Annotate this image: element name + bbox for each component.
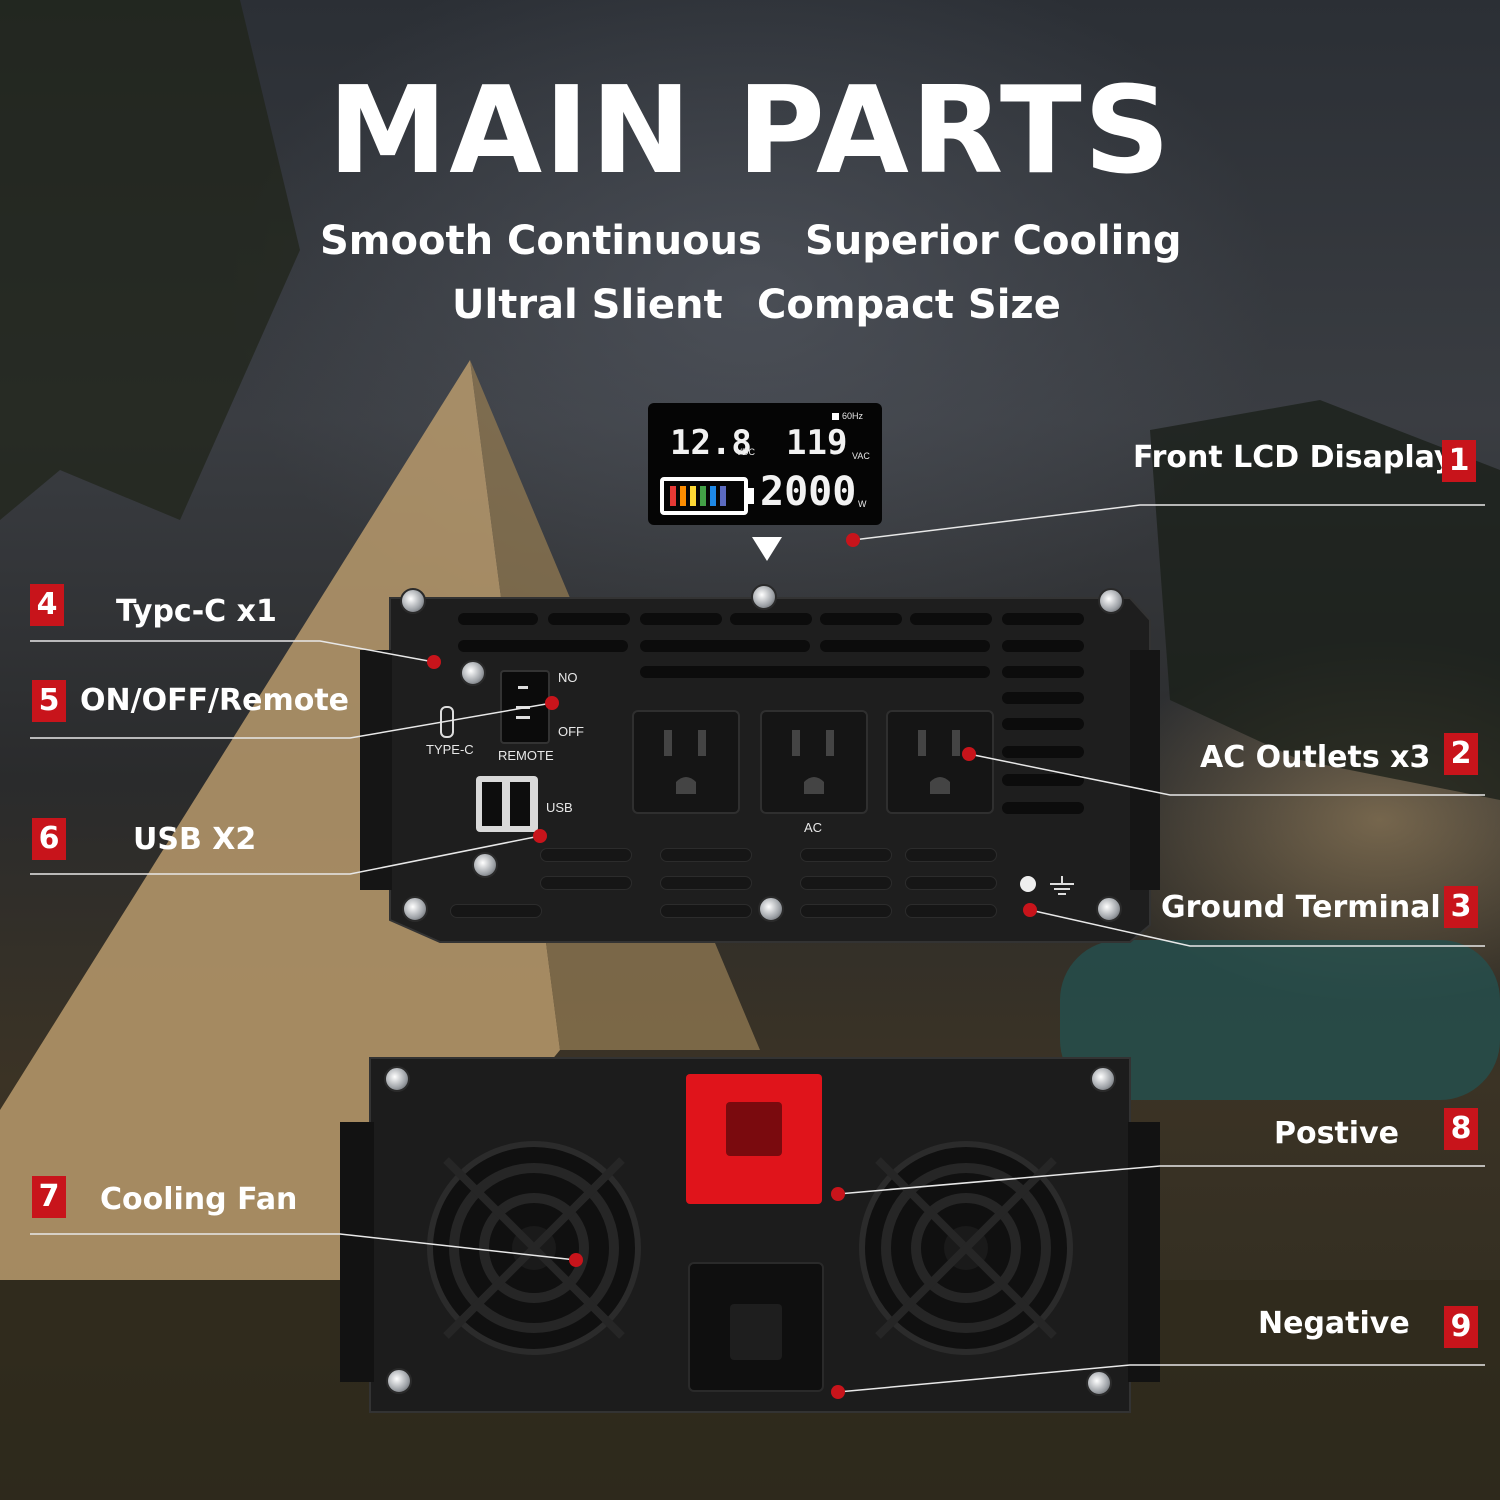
lcd-power-unit: W — [858, 499, 867, 509]
usb-label: USB — [546, 800, 573, 815]
switch-on-label: NO — [558, 670, 578, 685]
callout-number-6: 6 — [32, 818, 66, 860]
callout-label-positive: Postive — [1274, 1116, 1399, 1151]
lcd-frequency: 60Hz — [842, 411, 864, 421]
positive-terminal[interactable] — [686, 1074, 822, 1204]
callout-label-ground-terminal: Ground Terminal — [1161, 890, 1441, 925]
lcd-dc-unit: VDC — [736, 447, 756, 457]
callout-marker-1 — [846, 533, 860, 547]
feature-superior-cooling: Superior Cooling — [805, 218, 1182, 264]
cooling-fan-right — [859, 1141, 1073, 1355]
ac-outlet[interactable] — [760, 710, 868, 814]
ac-outlet[interactable] — [632, 710, 740, 814]
callout-marker-2 — [962, 747, 976, 761]
callout-label-cooling-fan: Cooling Fan — [100, 1182, 298, 1217]
ac-outlet[interactable] — [886, 710, 994, 814]
callout-label-on-off-remote: ON/OFF/Remote — [80, 683, 350, 718]
screw-icon — [460, 660, 486, 686]
callout-number-9: 9 — [1444, 1306, 1478, 1348]
screw-icon — [1096, 896, 1122, 922]
lcd-ac-voltage: 119 — [786, 423, 848, 463]
callout-number-4: 4 — [30, 584, 64, 626]
lcd-dc-voltage: 12.8 — [670, 423, 752, 463]
pointer-down-icon — [752, 537, 782, 561]
screw-icon — [386, 1368, 412, 1394]
callout-marker-4 — [427, 655, 441, 669]
feature-compact-size: Compact Size — [757, 282, 1061, 328]
screw-icon — [400, 588, 426, 614]
callout-label-usb: USB X2 — [133, 822, 257, 857]
cooling-fan-left — [427, 1141, 641, 1355]
inverter-front-panel: TYPE-C NO OFF REMOTE USB AC — [360, 580, 1160, 945]
lcd-display: 12.8 VDC 119 VAC 60Hz 2000 W — [648, 403, 882, 525]
callout-label-ac-outlets: AC Outlets x3 — [1200, 740, 1431, 775]
feature-smooth-continuous: Smooth Continuous — [320, 218, 762, 264]
lcd-power: 2000 — [760, 469, 857, 515]
screw-icon — [1086, 1370, 1112, 1396]
ground-icon — [1050, 876, 1074, 895]
callout-marker-3 — [1023, 903, 1037, 917]
negative-terminal[interactable] — [688, 1262, 824, 1392]
callout-marker-7 — [569, 1253, 583, 1267]
switch-off-label: OFF — [558, 724, 584, 739]
callout-label-front-lcd-display: Front LCD Disaplay — [1133, 440, 1454, 475]
type-c-label: TYPE-C — [426, 742, 474, 757]
callout-marker-6 — [533, 829, 547, 843]
callout-number-5: 5 — [32, 680, 66, 722]
feature-ultral-slient: Ultral Slient — [452, 282, 723, 328]
inverter-rear-panel — [340, 1052, 1160, 1422]
page-title: MAIN PARTS — [327, 62, 1173, 201]
callout-marker-9 — [831, 1385, 845, 1399]
callout-number-8: 8 — [1444, 1108, 1478, 1150]
callout-label-type-c: Typc-C x1 — [116, 594, 277, 629]
lcd-frequency-indicator — [832, 413, 839, 420]
screw-icon — [1098, 588, 1124, 614]
screw-icon — [472, 852, 498, 878]
screw-icon — [758, 896, 784, 922]
callout-marker-5 — [545, 696, 559, 710]
battery-level-icon — [660, 477, 754, 515]
screw-icon — [751, 584, 777, 610]
callout-number-3: 3 — [1444, 886, 1478, 928]
screw-icon — [384, 1066, 410, 1092]
callout-label-negative: Negative — [1258, 1306, 1410, 1341]
callout-marker-8 — [831, 1187, 845, 1201]
ground-terminal[interactable] — [1020, 876, 1036, 892]
ac-label: AC — [804, 820, 823, 835]
usb-ports[interactable] — [476, 776, 538, 832]
callout-number-1: 1 — [1442, 440, 1476, 482]
screw-icon — [1090, 1066, 1116, 1092]
lcd-ac-unit: VAC — [852, 451, 870, 461]
callout-number-7: 7 — [32, 1176, 66, 1218]
remote-label: REMOTE — [498, 748, 554, 763]
screw-icon — [402, 896, 428, 922]
callout-number-2: 2 — [1444, 733, 1478, 775]
